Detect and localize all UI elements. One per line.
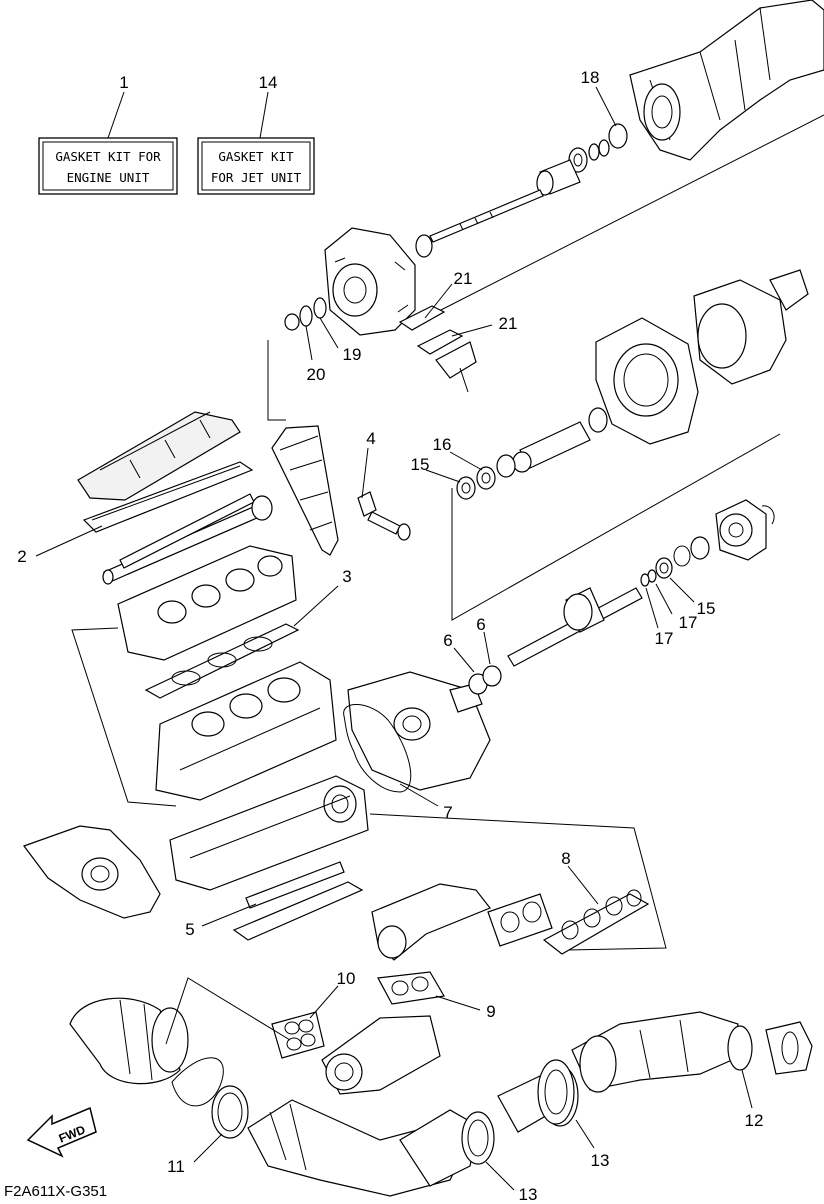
callout-14: 14 — [259, 73, 278, 92]
timing-chain — [271, 425, 339, 556]
hose-clamp-12 — [727, 1025, 753, 1071]
gasket-21-upper — [398, 305, 446, 331]
seal-19 — [313, 297, 327, 319]
callout-4: 4 — [366, 429, 375, 448]
callout-20: 20 — [307, 365, 326, 384]
kit-engine-line2: ENGINE UNIT — [67, 170, 150, 185]
crankcase-gasket-5 — [245, 861, 345, 909]
exhaust-pipe-right — [571, 1011, 739, 1093]
callout-13a: 13 — [519, 1185, 538, 1204]
chain-tensioner-4 — [357, 491, 411, 541]
fwd-arrow-icon: FWD — [26, 1106, 97, 1158]
callout-6a: 6 — [443, 631, 452, 650]
generator-cover — [23, 825, 161, 919]
kit-box-engine: GASKET KIT FOR ENGINE UNIT — [38, 137, 178, 195]
cylinder-head — [117, 545, 297, 661]
exhaust-pipe-mid — [321, 1015, 441, 1095]
callout-21a: 21 — [454, 269, 473, 288]
callout-19: 19 — [343, 345, 362, 364]
callout-11: 11 — [167, 1157, 185, 1176]
cover-gasket-7 — [343, 704, 412, 793]
kit-jet-line1: GASKET KIT — [218, 149, 294, 164]
kit-engine-line1: GASKET KIT FOR — [55, 149, 161, 164]
upper-shaft-parts — [415, 139, 610, 258]
callout-12: 12 — [745, 1111, 764, 1130]
ring-upper-shaft — [496, 454, 516, 478]
head-cover-gasket-2 — [82, 461, 254, 533]
exhaust-pipe-lower — [247, 1099, 479, 1197]
kit-box-jet: GASKET KIT FOR JET UNIT — [197, 137, 315, 195]
seal-16 — [476, 466, 496, 490]
callout-2: 2 — [17, 547, 26, 566]
o-ring-18 — [608, 123, 628, 149]
exhaust-gasket-10 — [271, 1011, 325, 1059]
muffler-left — [69, 997, 189, 1085]
callout-9: 9 — [486, 1002, 495, 1021]
head-gasket-3 — [144, 623, 300, 699]
callout-17b: 17 — [655, 629, 674, 648]
lower-drive-shaft — [507, 587, 643, 667]
callout-10: 10 — [337, 969, 356, 988]
callout-7: 7 — [443, 803, 452, 822]
callout-6b: 6 — [476, 615, 485, 634]
callout-1: 1 — [119, 73, 128, 92]
crankcase — [169, 775, 369, 891]
kit-jet-line2: FOR JET UNIT — [211, 170, 302, 185]
impeller-housing — [595, 317, 699, 445]
bearing-20 — [299, 305, 313, 327]
cylinder-head-cover — [77, 411, 241, 501]
exhaust-gasket-9 — [377, 971, 445, 1005]
seal-6-right — [482, 665, 502, 687]
seal-15-lower — [655, 557, 673, 579]
callout-16: 16 — [433, 435, 452, 454]
exhaust-gasket-11 — [211, 1085, 249, 1139]
intermediate-housing — [324, 227, 416, 336]
callout-3: 3 — [342, 567, 351, 586]
manifold-gasket-8 — [542, 889, 650, 955]
callout-21b: 21 — [499, 314, 518, 333]
callout-8: 8 — [561, 849, 570, 868]
cylinder-block — [155, 661, 337, 801]
jet-nozzle-assembly — [629, 0, 824, 161]
front-cover — [347, 671, 491, 791]
diagram-code: F2A611X-G351 — [4, 1183, 107, 1200]
gasket-21-lower — [416, 329, 464, 355]
callout-18: 18 — [581, 68, 600, 87]
callout-17a: 17 — [679, 613, 698, 632]
callout-15a: 15 — [411, 455, 430, 474]
pipe-gasket-13-left — [461, 1111, 495, 1165]
seal-15-upper — [456, 476, 476, 500]
pipe-gasket-13-right — [537, 1059, 575, 1125]
callout-5: 5 — [185, 920, 194, 939]
bearing-housing — [715, 499, 767, 561]
camshafts — [102, 493, 273, 585]
exhaust-manifold — [371, 883, 553, 961]
stator-and-nozzle-right — [693, 269, 809, 385]
clamp-ring-left — [171, 1057, 224, 1107]
callout-15b: 15 — [697, 599, 716, 618]
callout-13b: 13 — [591, 1151, 610, 1170]
